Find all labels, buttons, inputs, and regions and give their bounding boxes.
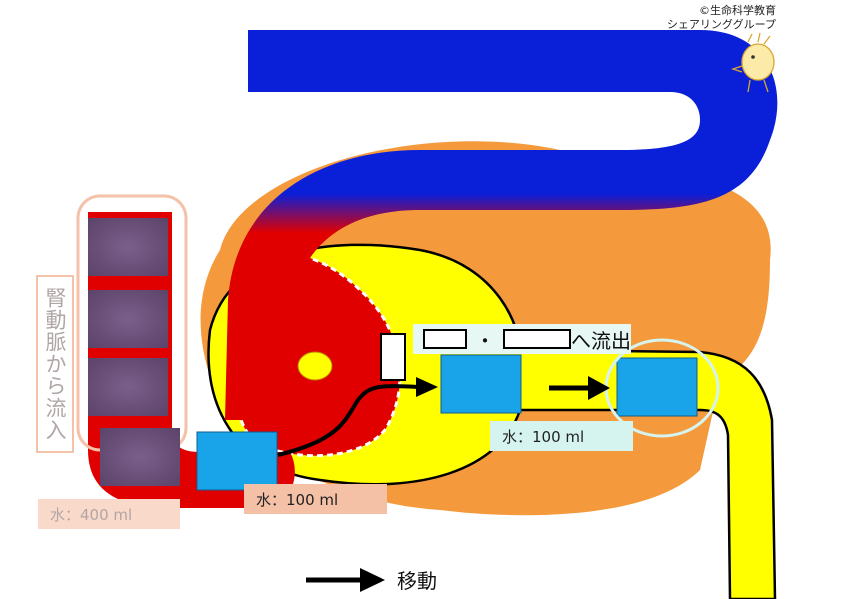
outflow-separator: ・: [475, 328, 495, 353]
afferent-opening: [297, 351, 333, 381]
water-block-capsule: [440, 354, 522, 414]
water-inflow-label: 水：400 ml: [38, 499, 180, 529]
copyright-line-1: ©生命科学教育: [699, 4, 776, 17]
movement-straight-arrowhead: [588, 376, 610, 400]
water-block-outflow: [616, 357, 698, 417]
block-purple-4: [100, 428, 180, 486]
inflow-label: 腎動脈から流入: [36, 275, 74, 453]
water-block-filtered: [196, 431, 278, 491]
outflow-suffix: へ流出: [571, 328, 631, 353]
water-outflow-label: 水：100 ml: [490, 421, 633, 451]
water-filtered-label: 水：100 ml: [244, 484, 387, 514]
block-purple-2: [88, 290, 168, 348]
answer-blank-1: [423, 329, 467, 349]
vessel-loop: [225, 30, 778, 420]
block-purple-1: [88, 218, 168, 276]
legend-arrowhead: [360, 568, 385, 592]
answer-blank-vertical: [380, 333, 406, 381]
movement-curve-arrow: [277, 384, 421, 457]
outflow-label: ・ へ流出: [413, 324, 631, 354]
block-purple-3: [88, 358, 168, 416]
answer-blank-2: [503, 329, 571, 349]
legend-caption: 移動: [397, 569, 437, 593]
copyright-line-2: シェアリンググループ: [666, 18, 776, 32]
movement-curve-arrowhead: [416, 377, 438, 397]
copyright-notice: ©生命科学教育 シェアリンググループ: [667, 4, 776, 33]
mascot-illustration: [730, 32, 775, 93]
